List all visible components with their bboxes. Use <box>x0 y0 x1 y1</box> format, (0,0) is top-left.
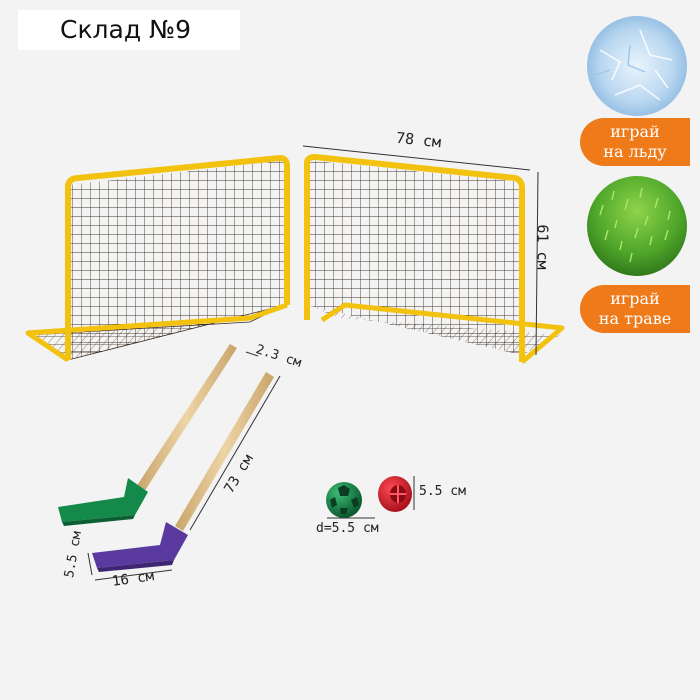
right-goal <box>304 154 565 364</box>
green-ball <box>326 482 362 518</box>
stick-thickness-line <box>245 351 259 357</box>
ice-surface-image <box>587 16 687 116</box>
hockey-stick-green <box>58 344 237 526</box>
ice-badge-line2: на льду <box>603 142 667 161</box>
blade-length-line <box>94 569 173 581</box>
red-puck <box>378 476 412 512</box>
ice-play-badge: играй на льду <box>580 118 690 166</box>
blade-height-line <box>87 552 93 576</box>
goal-height-line <box>535 171 539 356</box>
stick-length-line <box>189 375 281 531</box>
grass-badge-line1: играй <box>610 289 660 308</box>
hockey-stick-purple <box>92 372 274 572</box>
grass-badge-line2: на траве <box>598 309 672 328</box>
ball-diameter-label: d=5.5 см <box>316 521 379 536</box>
left-goal <box>25 155 290 363</box>
goal-width-line <box>302 145 531 171</box>
grass-play-badge: играй на траве <box>580 285 690 333</box>
goal-height-label: 61 см <box>533 224 552 270</box>
ice-badge-line1: играй <box>610 122 660 141</box>
page-title: Склад №9 <box>60 15 191 44</box>
puck-size-label: 5.5 см <box>419 484 466 499</box>
grass-surface-image <box>587 176 687 276</box>
title-box: Склад №9 <box>18 10 240 50</box>
